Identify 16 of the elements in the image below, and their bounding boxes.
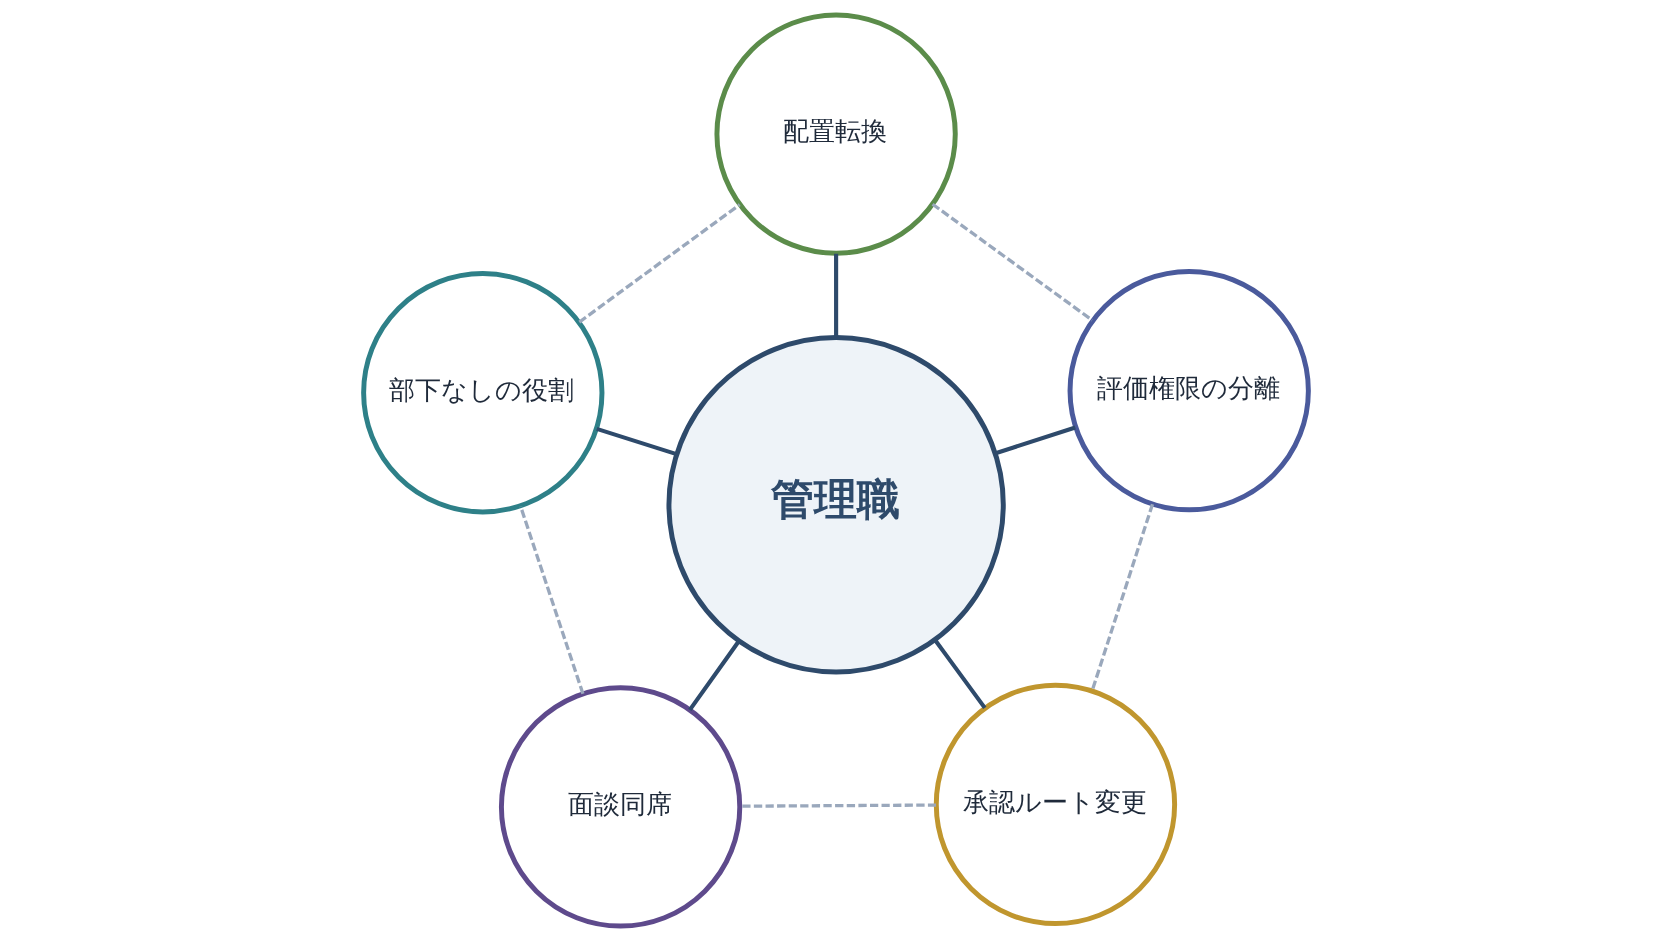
node-circle: 面談同席 [498, 685, 743, 929]
connector [596, 426, 678, 457]
node-circle: 評価権限の分離 [1067, 269, 1311, 513]
connector [931, 202, 1094, 322]
node-circle: 承認ルート変更 [933, 682, 1178, 927]
connector [995, 425, 1076, 456]
node-circle: 配置転換 [714, 12, 958, 256]
connector [1090, 503, 1155, 691]
connector [578, 203, 741, 324]
connector [933, 638, 987, 710]
node-circle: 管理職 [666, 335, 1006, 675]
connector [519, 505, 585, 695]
connector [834, 253, 839, 338]
connector [740, 803, 937, 808]
connector [688, 640, 741, 712]
node-circle: 部下なしの役割 [361, 271, 605, 515]
